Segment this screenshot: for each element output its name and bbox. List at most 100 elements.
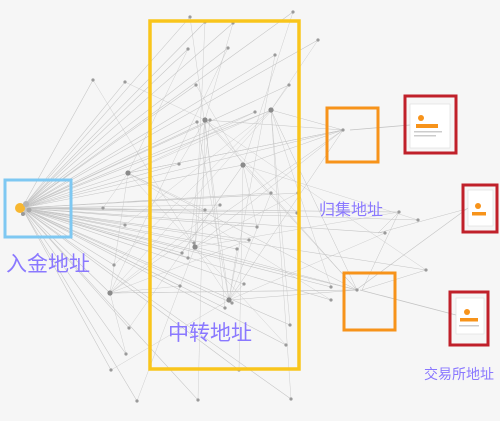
graph-node[interactable] — [188, 15, 192, 19]
graph-edge — [204, 119, 298, 214]
graph-edge — [194, 21, 206, 248]
deposit-address-label: 入金地址 — [6, 252, 90, 276]
graph-node[interactable] — [223, 306, 227, 310]
graph-edge — [242, 164, 258, 228]
transfer-hub-node[interactable] — [268, 107, 274, 113]
graph-node[interactable] — [316, 38, 320, 42]
graph-edge — [21, 84, 197, 209]
graph-edge — [270, 84, 290, 111]
graph-node[interactable] — [208, 118, 212, 122]
graph-edge — [21, 207, 258, 228]
graph-node[interactable] — [135, 399, 139, 403]
graph-node[interactable] — [127, 326, 131, 330]
graph-node[interactable] — [226, 46, 230, 50]
graph-edge — [21, 207, 292, 400]
graph-edge — [21, 129, 344, 209]
graph-edge — [21, 119, 211, 209]
graph-node[interactable] — [255, 225, 259, 229]
graph-edge — [21, 207, 195, 244]
collect-region-box-top — [325, 106, 380, 164]
transfer-address-label: 中转地址 — [168, 321, 252, 345]
graph-node[interactable] — [109, 368, 113, 372]
graph-edge — [361, 211, 400, 291]
graph-node[interactable] — [355, 288, 359, 292]
graph-node[interactable] — [235, 247, 239, 251]
graph-edge — [109, 172, 129, 294]
graph-edge — [21, 22, 234, 209]
graph-edge — [21, 207, 386, 234]
deposit-hub-node[interactable] — [15, 201, 32, 216]
graph-node[interactable] — [284, 343, 288, 347]
graph-node[interactable] — [253, 110, 257, 114]
graph-edge — [377, 211, 400, 234]
exchange-card-top[interactable] — [409, 103, 451, 149]
graph-edge — [21, 192, 299, 209]
transfer-hub-node[interactable] — [202, 117, 208, 123]
graph-edge — [270, 39, 319, 111]
graph-node[interactable] — [329, 298, 333, 302]
graph-node[interactable] — [196, 398, 200, 402]
transfer-hub-node[interactable] — [192, 244, 198, 250]
graph-node[interactable] — [112, 263, 116, 267]
graph-node[interactable] — [341, 128, 345, 132]
graph-edge — [228, 129, 344, 301]
graph-edge — [21, 207, 240, 371]
graph-node[interactable] — [101, 206, 105, 210]
graph-node[interactable] — [186, 47, 190, 51]
transfer-hub-node[interactable] — [107, 290, 113, 296]
graph-node[interactable] — [287, 83, 291, 87]
graph-edge — [21, 207, 138, 402]
graph-node[interactable] — [289, 397, 293, 401]
graph-node[interactable] — [247, 238, 251, 242]
graph-node[interactable] — [424, 268, 428, 272]
graph-node[interactable] — [177, 162, 181, 166]
graph-edge — [21, 207, 419, 221]
graph-node[interactable] — [124, 352, 128, 356]
graph-edge — [113, 109, 272, 266]
graph-edge — [270, 109, 332, 288]
graph-node[interactable] — [329, 285, 333, 289]
graph-node[interactable] — [416, 218, 420, 222]
exchange-region-box-middle — [461, 183, 499, 234]
graph-node[interactable] — [91, 78, 95, 82]
graph-node[interactable] — [194, 83, 198, 87]
graph-edge — [228, 283, 245, 301]
graph-edge — [228, 248, 238, 301]
graph-node[interactable] — [192, 241, 196, 245]
graph-edge — [109, 47, 229, 294]
graph-edge — [21, 84, 290, 209]
graph-node[interactable] — [203, 208, 207, 212]
exchange-card-bottom[interactable] — [455, 297, 485, 335]
graph-edge — [21, 207, 112, 371]
graph-node[interactable] — [123, 80, 127, 84]
graph-node[interactable] — [180, 251, 184, 255]
graph-edge — [195, 84, 244, 166]
graph-edge — [228, 232, 386, 301]
graph-edge — [21, 207, 332, 288]
transfer-hub-node[interactable] — [226, 297, 232, 303]
graph-node[interactable] — [288, 323, 292, 327]
graph-node[interactable] — [195, 120, 199, 124]
graph-edge — [21, 207, 332, 301]
graph-node[interactable] — [291, 10, 295, 14]
graph-node[interactable] — [123, 223, 127, 227]
exchange-card-middle[interactable] — [467, 189, 494, 227]
graph-edge — [197, 119, 206, 401]
transfer-hub-node[interactable] — [125, 170, 131, 176]
transfer-hub-node[interactable] — [240, 162, 246, 168]
graph-node[interactable] — [218, 203, 222, 207]
graph-node[interactable] — [178, 284, 182, 288]
graph-node[interactable] — [269, 191, 273, 195]
graph-node[interactable] — [397, 210, 401, 214]
graph-edge — [127, 109, 272, 174]
graph-edge — [204, 119, 358, 291]
graph-node[interactable] — [242, 282, 246, 286]
graph-edge — [270, 109, 358, 291]
graph-node[interactable] — [383, 231, 387, 235]
graph-edge — [21, 121, 198, 209]
graph-node[interactable] — [230, 301, 234, 305]
graph-node[interactable] — [186, 256, 190, 260]
graph-edge — [204, 119, 427, 271]
graph-edge — [270, 109, 292, 400]
graph-node[interactable] — [273, 53, 277, 57]
